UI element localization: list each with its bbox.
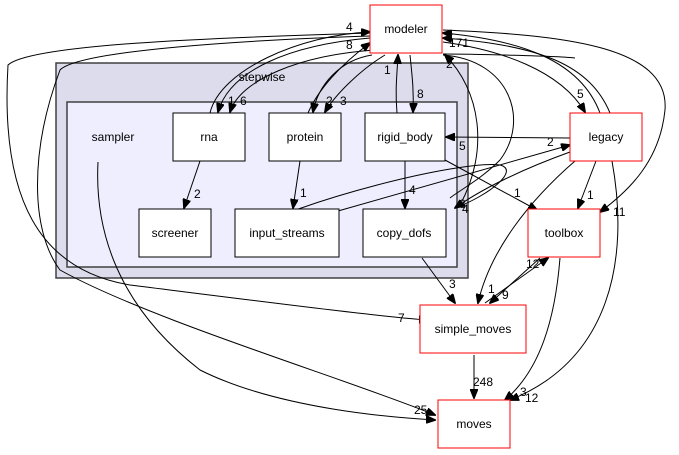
node-simple-moves-label: simple_moves: [435, 322, 512, 336]
edge-label: 3: [520, 385, 527, 399]
edge-toolbox-moves: [505, 257, 561, 400]
edge-toolbox-simple-moves: [490, 257, 541, 303]
node-protein[interactable]: protein: [268, 112, 342, 162]
node-protein-label: protein: [287, 130, 324, 144]
edge-legacy-moves: [510, 160, 619, 400]
edge-label: 2: [446, 57, 453, 71]
edge-protein-input-streams: [293, 160, 301, 208]
edge-label: 4: [462, 202, 469, 216]
node-rna-label: rna: [200, 130, 218, 144]
edge-label: 12: [526, 257, 540, 271]
node-toolbox-label: toolbox: [545, 226, 584, 240]
edge-label: 1: [488, 282, 495, 296]
edge-label: 7: [398, 311, 405, 325]
edge-label: 8: [459, 197, 466, 211]
edge-label: 1: [228, 94, 235, 108]
edge-label: 2: [326, 94, 333, 108]
edge-legacy-modeler-2: [443, 38, 611, 114]
edge-legacy-copy-dofs: [455, 151, 571, 208]
node-simple-moves[interactable]: simple_moves: [419, 304, 527, 354]
node-moves[interactable]: moves: [437, 399, 511, 449]
edge-legacy-rigid-body: [446, 137, 571, 138]
node-input-streams[interactable]: input_streams: [234, 208, 340, 258]
edge-legacy-toolbox: [578, 160, 597, 208]
edge-label: 8: [417, 87, 424, 101]
node-input-streams-label: input_streams: [249, 226, 324, 240]
node-legacy[interactable]: legacy: [569, 112, 643, 162]
node-screener-label: screener: [152, 226, 199, 240]
edge-sampler-moves: [97, 161, 435, 420]
cluster-sampler-label: sampler: [92, 130, 135, 144]
edge-label: 5: [459, 139, 466, 153]
edge-label: 3: [449, 277, 456, 291]
edge-modeler-line-top: [442, 53, 576, 59]
edge-label: 11: [613, 205, 626, 219]
edge-label: 4: [409, 183, 416, 197]
node-rna[interactable]: rna: [172, 112, 246, 162]
node-copy-dofs-label: copy_dofs: [377, 226, 432, 240]
edge-label: 2: [194, 187, 201, 201]
edge-modeler-curve-right: [442, 54, 515, 199]
node-screener[interactable]: screener: [138, 208, 212, 258]
edge-label: 9: [502, 288, 509, 302]
cluster-stepwise-label: stepwise: [239, 70, 286, 84]
edge-label: 6: [240, 94, 247, 108]
edge-modeler-rna-1: [218, 37, 371, 112]
edge-modeler-rna-6: [230, 49, 376, 112]
node-rigid-body[interactable]: rigid_body: [364, 112, 446, 162]
edge-label: 12: [525, 391, 539, 405]
edge-label: 171: [449, 36, 469, 50]
edge-label: 25: [414, 403, 428, 417]
edge-copy-dofs-simple-moves: [421, 257, 455, 303]
edges: [6, 29, 666, 420]
edge-modeler-toolbox: [442, 29, 666, 212]
edge-rna-screener: [184, 160, 201, 208]
edge-modeler-protein-3: [325, 54, 386, 112]
edge-sampler-loop-modeler: [6, 32, 428, 320]
edge-label: 248: [473, 375, 493, 389]
node-legacy-label: legacy: [589, 130, 624, 144]
edge-label: 4: [346, 20, 353, 34]
edge-label: 5: [577, 87, 584, 101]
edge-rigid-body-toolbox: [444, 159, 537, 210]
edge-label: 1: [384, 63, 391, 77]
edge-label: 1: [587, 188, 594, 202]
edge-label: 1: [514, 186, 521, 200]
edge-label: 3: [340, 94, 347, 108]
edge-modeler-protein-2: [313, 54, 373, 112]
node-copy-dofs[interactable]: copy_dofs: [362, 208, 447, 258]
edge-input-streams-legacy: [337, 145, 570, 212]
edge-rigid-body-modeler: [396, 55, 398, 114]
node-rigid-body-label: rigid_body: [377, 130, 432, 144]
edge-legacy-simple-moves: [478, 160, 576, 303]
node-toolbox[interactable]: toolbox: [527, 208, 601, 258]
edge-modeler-legacy: [442, 41, 585, 112]
node-modeler[interactable]: modeler: [369, 4, 443, 54]
edge-labels: 4 1 6 8 2 3 1 8 171 2 5 11 7 2 1 4 5 2 8…: [194, 20, 626, 417]
node-modeler-label: modeler: [384, 22, 427, 36]
edge-loop-left: [37, 35, 436, 415]
edge-label: 1: [300, 186, 307, 200]
edge-modeler-rigid-body: [410, 54, 413, 112]
edge-rna-modeler: [209, 32, 370, 114]
edge-label: 2: [547, 135, 554, 149]
node-moves-label: moves: [456, 417, 491, 431]
edge-label: 8: [346, 38, 353, 52]
